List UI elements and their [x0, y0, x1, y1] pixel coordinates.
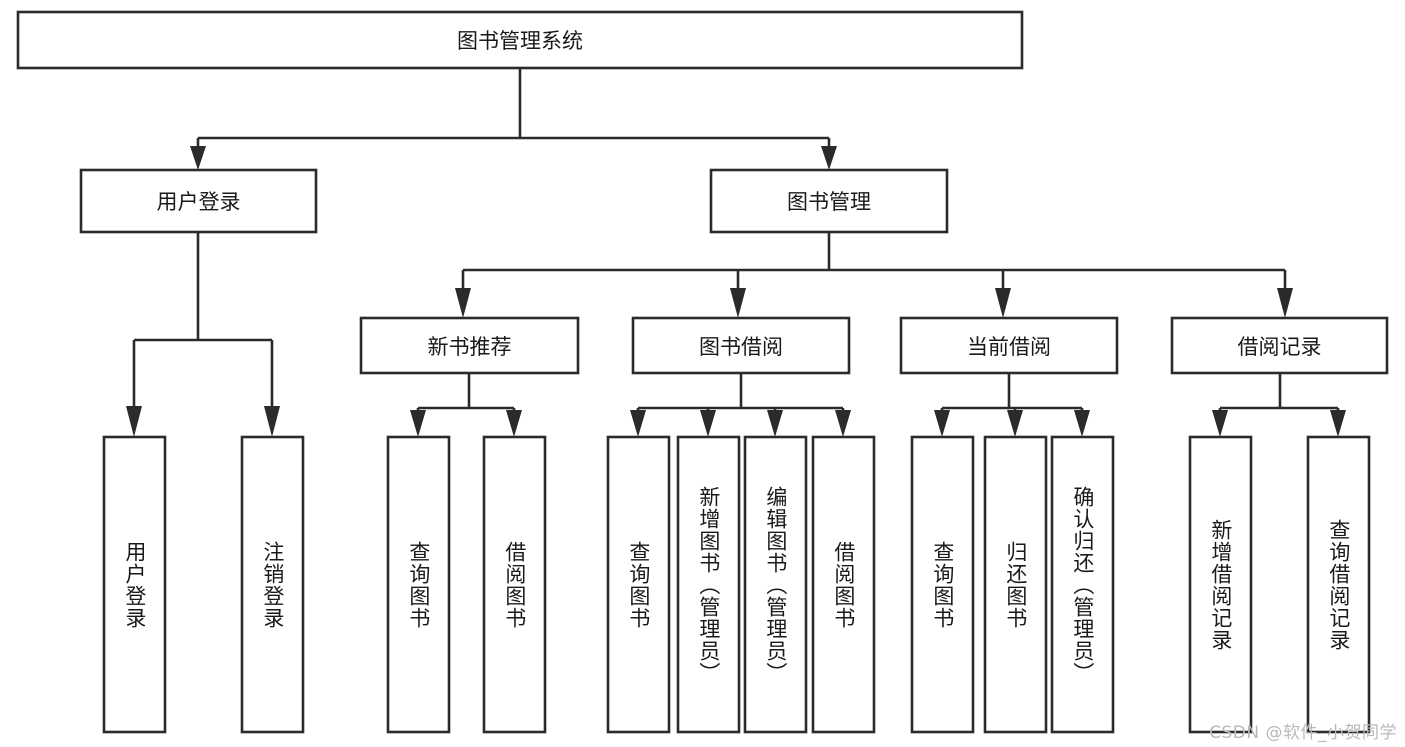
node-box-leaf-query-book-2[interactable] [606, 435, 671, 734]
connector-group-book-manage-to-level3 [455, 232, 1293, 318]
node-box-leaf-query-book-1[interactable] [386, 435, 451, 734]
connector-group-current-borrow-to-leaves [934, 373, 1090, 437]
node-box-leaf-query-borrow-record[interactable] [1306, 435, 1371, 734]
node-box-leaf-borrow-book-2[interactable] [811, 435, 876, 734]
arrow-head-leaf-confirm-return-admin [1074, 410, 1090, 437]
arrow-head-leaf-edit-book-admin [767, 410, 783, 437]
node-box-leaf-confirm-return-admin[interactable] [1050, 435, 1115, 734]
node-box-leaf-add-book-admin[interactable] [676, 435, 741, 734]
node-box-book-manage[interactable] [709, 168, 949, 234]
node-box-leaf-query-book-3[interactable] [910, 435, 975, 734]
connector-group-book-borrow-to-leaves [630, 373, 851, 437]
node-box-borrow-record[interactable] [1170, 316, 1389, 375]
node-box-user-login[interactable] [79, 168, 318, 234]
arrow-head-leaf-borrow-book-1 [506, 410, 522, 437]
arrow-head-leaf-return-book [1007, 410, 1023, 437]
csdn-watermark: CSDN @软件_小贺同学 [1209, 723, 1397, 743]
arrow-head-leaf-borrow-book-2 [835, 410, 851, 437]
arrow-head-leaf-query-book-3 [934, 410, 950, 437]
node-box-book-borrow[interactable] [631, 316, 851, 375]
connector-group-user-login-to-leaves [126, 232, 280, 437]
connector-group-root-to-level2 [190, 68, 837, 170]
arrow-head-leaf-query-borrow-record [1330, 410, 1346, 437]
node-box-leaf-edit-book-admin[interactable] [743, 435, 808, 734]
node-box-leaf-return-book[interactable] [983, 435, 1048, 734]
arrow-head-leaf-query-book-2 [630, 410, 646, 437]
node-box-leaf-add-borrow-record[interactable] [1188, 435, 1253, 734]
arrow-head-user-login [190, 146, 206, 170]
arrow-head-current-borrow [995, 288, 1011, 318]
arrow-head-leaf-logout-login [264, 406, 280, 437]
arrow-head-borrow-record [1277, 288, 1293, 318]
node-box-root[interactable] [16, 10, 1024, 70]
arrow-head-new-book-recommend [455, 288, 471, 318]
connector-group-borrow-record-to-leaves [1212, 373, 1346, 437]
arrow-head-book-manage [821, 146, 837, 170]
arrow-head-leaf-user-login [126, 406, 142, 437]
node-box-leaf-logout-login[interactable] [240, 435, 305, 734]
arrow-head-leaf-add-book-admin [700, 410, 716, 437]
arrow-head-leaf-query-book-1 [410, 410, 426, 437]
node-box-current-borrow[interactable] [899, 316, 1119, 375]
node-box-leaf-borrow-book-1[interactable] [482, 435, 547, 734]
arrow-head-book-borrow [730, 288, 746, 318]
connector-group-new-book-recommend-to-leaves [410, 373, 522, 437]
node-box-new-book-recommend[interactable] [359, 316, 580, 375]
arrow-head-leaf-add-borrow-record [1212, 410, 1228, 437]
node-box-leaf-user-login[interactable] [102, 435, 167, 734]
